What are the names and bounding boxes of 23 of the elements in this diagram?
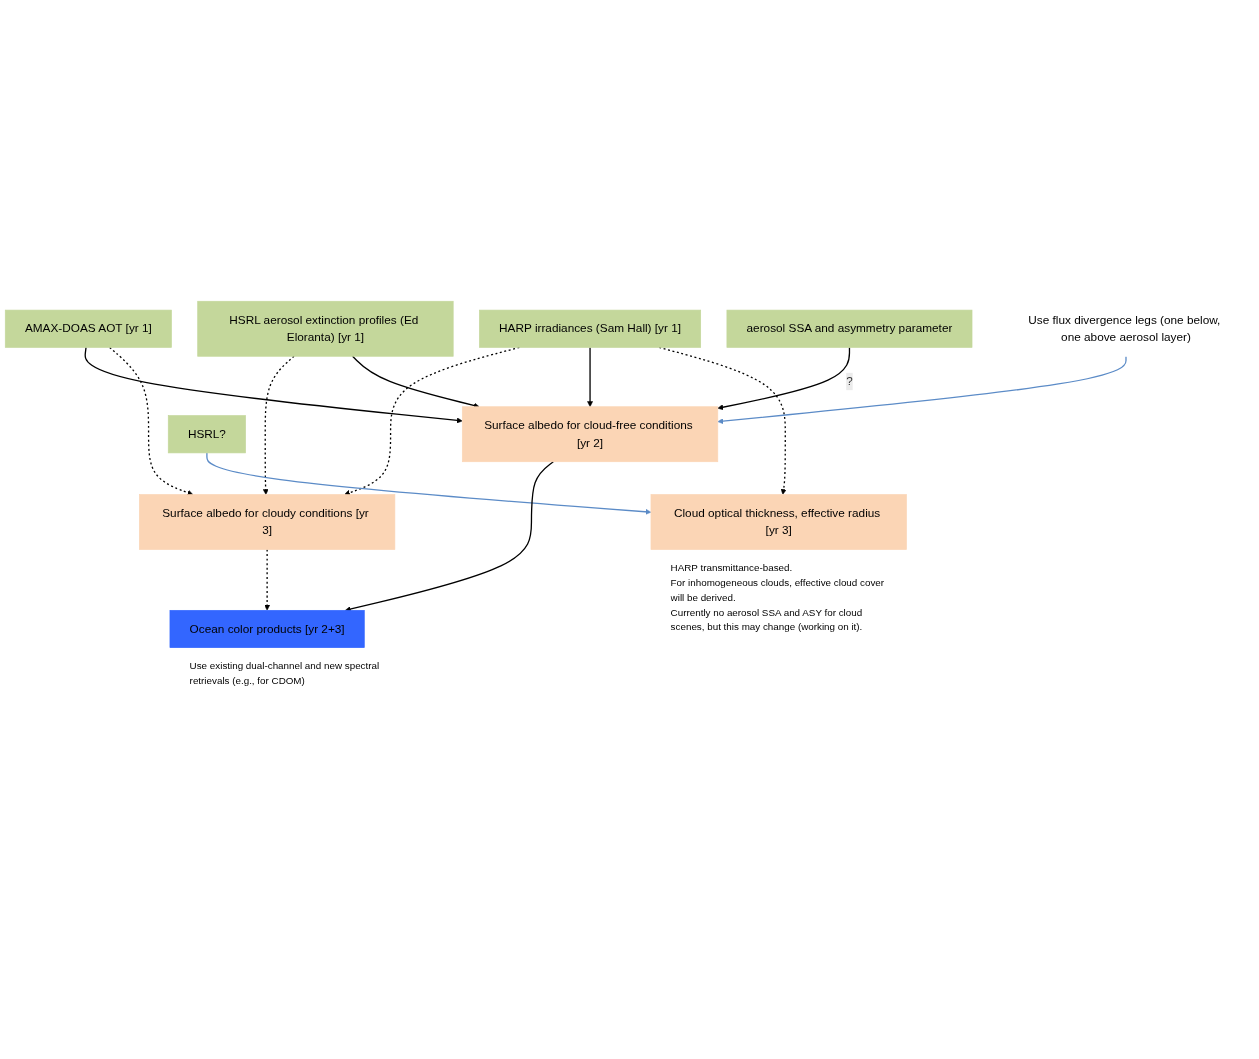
- node-text: Use flux divergence legs (one below, one above aerosol layer): [1028, 313, 1221, 344]
- arrow: [206, 452, 652, 515]
- arrow: [587, 346, 593, 408]
- node-box: Cloud optical thickness, effective radius [yr 3]: [650, 494, 907, 550]
- node-box: Surface albedo for cloud-free conditions [yr 2]: [461, 406, 719, 463]
- arrow: [717, 346, 851, 411]
- node-box: Ocean color products [yr 2+3]: [169, 610, 365, 649]
- node-label: HARP transmittance-based.: [670, 562, 793, 574]
- arrow: [84, 346, 463, 424]
- arrow: [345, 461, 554, 612]
- arrow: [109, 346, 194, 496]
- node-box: AMAX-DOAS AOT [yr 1]: [4, 309, 172, 348]
- node-box: HSRL?: [167, 415, 246, 454]
- node-label: Currently no aerosol SSA and ASY for cloud scenes, but this may change (working on it).: [670, 606, 863, 633]
- node-box: HARP irradiances (Sam Hall) [yr 1]: [479, 309, 702, 348]
- arrow: [264, 549, 270, 611]
- arrow: [717, 355, 1127, 425]
- edge-label: ?: [846, 374, 853, 388]
- node-label: For inhomogeneous clouds, effective cloud cover will be derived.: [670, 576, 885, 603]
- node-box: Surface albedo for cloudy conditions [yr 3]: [139, 494, 396, 550]
- node-label: Use existing dual-channel and new spectral retrievals (e.g., for CDOM): [189, 660, 380, 687]
- node-box: aerosol SSA and asymmetry parameter: [726, 309, 973, 348]
- node-box: HSRL aerosol extinction profiles (Ed Eloranta) [yr 1]: [197, 301, 454, 357]
